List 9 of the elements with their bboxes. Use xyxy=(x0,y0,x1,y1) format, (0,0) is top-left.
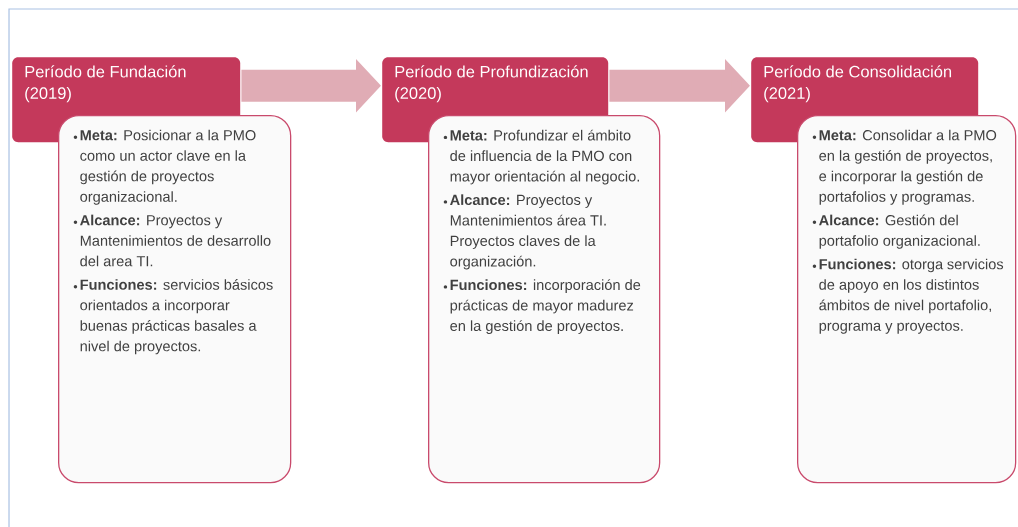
bullet-text: Alcance: Proyectos y Mantenimientos área TI. Proyectos claves de la organización. xyxy=(450,194,606,270)
bullet-text: Funciones: incorporación de prácticas de mayor madurez en la gestión de proyectos. xyxy=(450,279,641,334)
bullet-text: Alcance: Gestión del portafolio organizacional. xyxy=(819,214,980,249)
bullet-text: Alcance: Proyectos y Mantenimientos de desarrollo del area TI. xyxy=(80,214,271,267)
bullet-text: Funciones: otorga servicios de apoyo en los distintos ámbitos de nivel portafolio, programa y proyectos. xyxy=(819,258,1004,334)
description-card xyxy=(58,115,292,484)
bullet-text: Funciones: servicios básicos orientados a incorporar buenas prácticas basales a nivel de proyectos. xyxy=(80,278,273,355)
description-card xyxy=(428,115,661,484)
description-card xyxy=(797,115,1017,484)
